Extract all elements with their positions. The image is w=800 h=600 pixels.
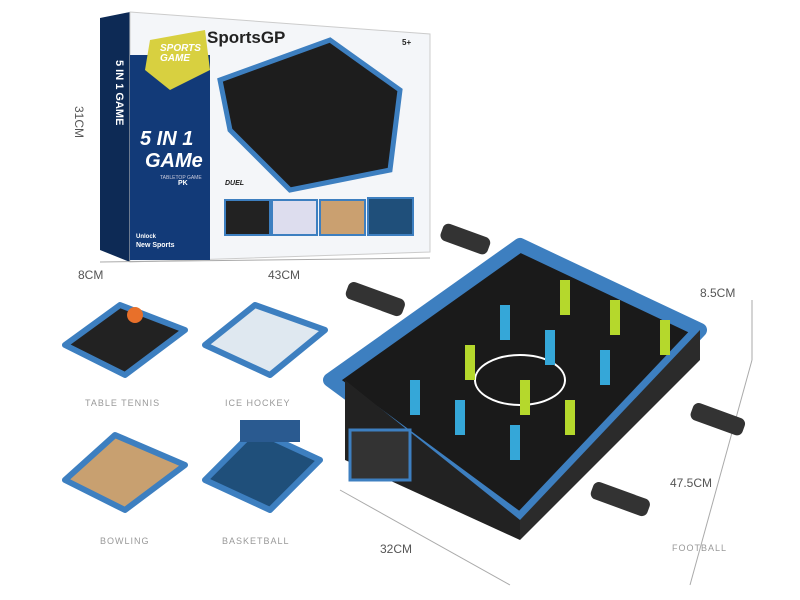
dim-table-height: 8.5CM	[700, 286, 736, 300]
brand-logo: SportsGP	[207, 28, 286, 47]
dim-box-height: 31CM	[72, 105, 87, 139]
foosball-table	[323, 223, 746, 540]
label-bowling: BOWLING	[100, 536, 150, 546]
mini-tables	[62, 302, 328, 513]
duel-logo: DUEL	[225, 180, 245, 187]
label-basketball: BASKETBALL	[222, 536, 290, 546]
label-ice-hockey: ICE HOCKEY	[225, 398, 291, 408]
label-table-tennis: TABLE TENNIS	[85, 398, 161, 408]
age-label: 5+	[402, 38, 412, 47]
product-box	[100, 11, 431, 263]
pk-icon: PK	[178, 180, 188, 187]
badge-line1: SPORTS	[160, 43, 201, 54]
title-line2: GAMe	[145, 150, 203, 172]
dim-table-length: 47.5CM	[670, 476, 713, 490]
title-line1: 5 IN 1	[140, 128, 194, 150]
subtitle: TABLETOP GAME	[160, 175, 202, 181]
label-football: FOOTBALL	[672, 543, 728, 553]
dim-box-width: 43CM	[268, 268, 301, 282]
box-side-text: 5 IN 1 GAME	[113, 60, 125, 126]
unlock-text: Unlock	[136, 234, 157, 240]
dim-box-depth: 8CM	[78, 268, 104, 282]
badge-line2: GAME	[160, 53, 190, 64]
dim-table-width: 32CM	[380, 542, 413, 556]
new-sports-text: New Sports	[136, 242, 175, 249]
